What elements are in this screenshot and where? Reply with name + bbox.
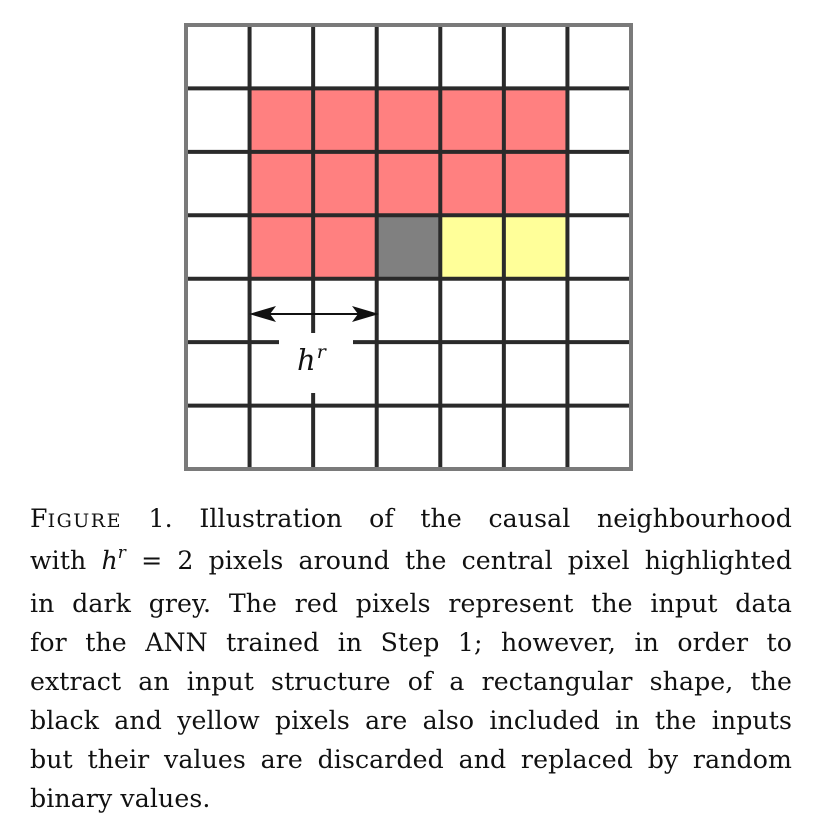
caption-math-equals: = 2: [141, 546, 194, 575]
grid-border: [184, 23, 633, 471]
grid-lines: [186, 25, 631, 469]
caption-line-2: with hr = 2 pixels around the central pi…: [30, 541, 792, 584]
radius-label-superscript: r: [317, 341, 328, 363]
caption-line-1-text: Illustration of the causal neighbourhood: [199, 504, 793, 533]
red-cell: [503, 151, 568, 216]
caption-line-8: binary values.: [30, 784, 211, 813]
figure: hr: [184, 23, 633, 471]
caption-line-3: in dark grey. The red pixels represent t…: [30, 589, 792, 618]
radius-label: hr: [297, 341, 328, 377]
red-cell: [440, 88, 504, 152]
caption-line-7: but their values are discarded and repla…: [30, 745, 792, 774]
neighbourhood-grid-figure: hr: [184, 23, 633, 471]
yellow-cell: [503, 215, 568, 279]
red-cell: [440, 151, 504, 216]
caption-label: FIGURE 1.: [30, 504, 173, 533]
caption-line-1: FIGURE 1. Illustration of the causal nei…: [30, 499, 792, 541]
grid-cells: [249, 88, 568, 279]
caption-math-h: h: [101, 546, 118, 575]
label-background: [279, 333, 353, 393]
arrow-head-left: [249, 306, 276, 322]
yellow-cell: [440, 215, 504, 279]
central-pixel-cell: [376, 215, 441, 279]
red-cell: [249, 88, 314, 152]
caption-line-6: black and yellow pixels are also include…: [30, 706, 792, 735]
red-cell: [376, 88, 441, 152]
caption-line-4: for the ANN trained in Step 1; however, …: [30, 628, 792, 657]
caption-math-r: r: [117, 543, 126, 563]
caption-label-smallcaps: IGURE: [47, 510, 122, 532]
caption-label-initial: F: [30, 504, 48, 533]
red-cell: [503, 88, 568, 152]
red-cell: [376, 151, 441, 216]
caption-line-5: extract an input structure of a rectangu…: [30, 667, 792, 696]
red-cell: [249, 215, 314, 279]
caption-line-2-suffix: pixels around the central pixel highligh…: [208, 546, 793, 575]
red-cell: [313, 88, 377, 152]
figure-caption: FIGURE 1. Illustration of the causal nei…: [30, 499, 792, 818]
radius-label-base: h: [297, 343, 316, 377]
red-cell: [313, 151, 377, 216]
red-cell: [249, 151, 314, 216]
caption-line-2-prefix: with: [30, 546, 87, 575]
radius-arrow: [249, 306, 379, 322]
red-cell: [313, 215, 377, 279]
caption-figure-number: 1.: [148, 504, 173, 533]
arrow-head-right: [352, 306, 379, 322]
